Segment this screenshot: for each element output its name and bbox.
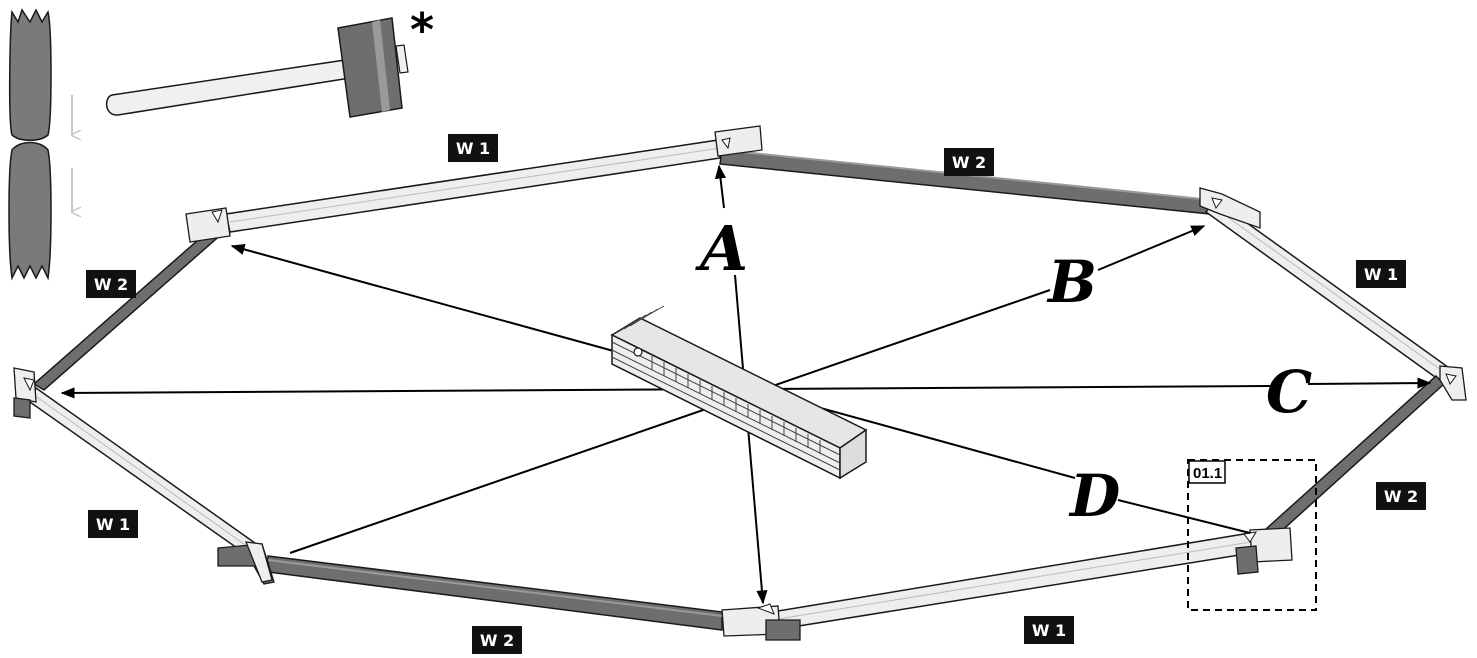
corner-top-center (714, 125, 763, 157)
svg-text:W 2: W 2 (94, 275, 128, 294)
corner-top-right (1199, 187, 1261, 229)
measure-letter-b: B (1046, 248, 1097, 316)
label-w2-top-right: W 2 (944, 148, 994, 176)
corner-bottom-left (217, 541, 275, 585)
beam-right-upper-w1 (1204, 198, 1454, 384)
svg-text:W 1: W 1 (96, 515, 130, 534)
beam-left-upper-w2 (32, 225, 226, 391)
label-w1-right-upper: W 1 (1356, 260, 1406, 288)
dowel-joint-icon (8, 8, 72, 281)
beam-bottom-left-w2 (267, 555, 723, 631)
measure-letter-d: D (1068, 462, 1120, 530)
detail-ref-label: 01.1 (1193, 465, 1222, 482)
beam-left-lower-w1 (29, 386, 264, 562)
measure-letter-a: A (695, 212, 748, 285)
corner-top-left (185, 207, 231, 243)
folding-ruler-icon (610, 305, 868, 480)
mallet-icon (105, 17, 409, 118)
svg-text:W 2: W 2 (480, 631, 514, 650)
svg-text:W 1: W 1 (1032, 621, 1066, 640)
detail-box (1187, 459, 1317, 611)
svg-text:W 1: W 1 (456, 139, 490, 158)
measure-letter-c: C (1266, 358, 1312, 426)
label-w1-top: W 1 (448, 134, 498, 162)
label-w2-left-upper: W 2 (86, 270, 136, 298)
corner-right (1439, 365, 1467, 401)
svg-text:W 1: W 1 (1364, 265, 1398, 284)
label-w1-left-lower: W 1 (88, 510, 138, 538)
asterisk-mark: * (410, 3, 434, 57)
svg-text:W 2: W 2 (1384, 487, 1418, 506)
corner-bottom-right (1235, 527, 1293, 575)
label-w2-bottom-left: W 2 (472, 626, 522, 654)
svg-text:W 2: W 2 (952, 153, 986, 172)
label-w2-right-lower: W 2 (1376, 482, 1426, 510)
beam-bottom-right-w1 (771, 531, 1259, 631)
corner-left (13, 367, 37, 419)
label-w1-bottom-right: W 1 (1024, 616, 1074, 644)
corner-bottom-center (721, 603, 801, 641)
